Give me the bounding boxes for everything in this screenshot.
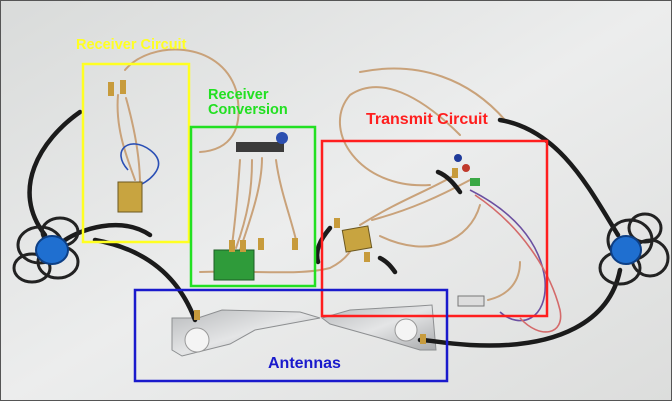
receiver-conversion-line1: Receiver	[208, 87, 269, 103]
black-coax-cables	[27, 109, 623, 348]
transmit-splitter	[341, 225, 373, 253]
green-pcb	[213, 249, 255, 281]
rf-components	[117, 132, 485, 307]
blue-knob	[276, 132, 288, 144]
left-antenna-hole	[184, 327, 210, 353]
right-antenna-hole	[394, 318, 418, 342]
receiver-circuit-label: Receiver Circuit	[76, 37, 187, 53]
receiver-splitter	[117, 181, 143, 213]
right-ferrite-core	[610, 235, 642, 265]
receiver-circuit-box	[81, 62, 191, 244]
receiver-conversion-box	[189, 125, 317, 288]
connector-green	[470, 178, 480, 186]
conversion-bar	[236, 142, 284, 152]
small-module	[457, 295, 485, 307]
left-antenna	[171, 309, 321, 357]
receiver-conversion-line2: Conversion	[208, 102, 288, 119]
left-ferrite-core	[35, 235, 69, 265]
transmit-circuit-box	[320, 139, 549, 318]
antennas-box	[133, 288, 449, 383]
sma-connectors	[108, 80, 458, 344]
led-red	[462, 164, 470, 172]
thin-wires	[120, 143, 562, 333]
led-blue	[454, 154, 462, 162]
transmit-circuit-label: Transmit Circuit	[366, 111, 488, 128]
receiver-conversion-label: Receiver Conversion	[208, 87, 288, 119]
antennas-label: Antennas	[268, 355, 341, 372]
